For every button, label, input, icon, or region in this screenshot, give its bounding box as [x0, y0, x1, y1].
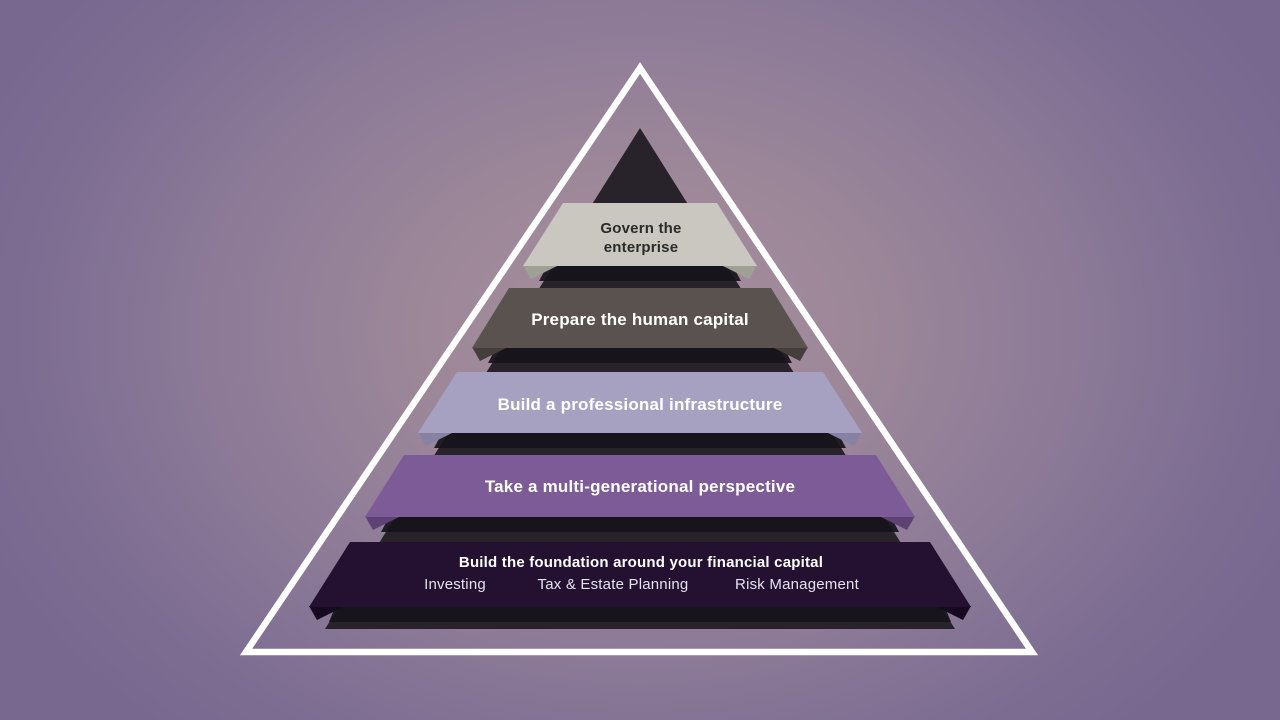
level-3-shadow — [434, 433, 846, 448]
level-1-fold-right — [721, 265, 757, 279]
pyramid-level-5: Build the foundation around your financi… — [309, 542, 971, 620]
level-5-subitem-investing: Investing — [424, 576, 486, 593]
level-4-fold-right — [879, 516, 915, 530]
level-1-label-line-2: enterprise — [604, 239, 679, 256]
level-1-shadow — [539, 266, 741, 281]
level-1-label-line-1: Govern the — [600, 220, 681, 237]
triangle-outline-shape — [239, 62, 1039, 656]
level-3-band — [418, 372, 862, 433]
level-2-fold-right — [772, 347, 808, 361]
level-2-band — [472, 288, 808, 348]
level-3-fold-left — [418, 432, 454, 446]
level-4-fold-left — [365, 516, 401, 530]
level-1-band — [523, 203, 757, 266]
level-5-subitem-risk-management: Risk Management — [735, 576, 860, 593]
level-3-label: Build a professional infrastructure — [498, 395, 783, 414]
pyramid-level-1: Govern the enterprise — [523, 203, 757, 279]
level-4-shadow — [381, 517, 899, 532]
level-2-fold-left — [472, 347, 508, 361]
level-5-fold-left — [309, 606, 345, 620]
level-5-fold-right — [935, 606, 971, 620]
level-2-shadow — [488, 348, 792, 363]
level-5-band — [309, 542, 971, 607]
level-5-shadow — [329, 607, 951, 622]
level-1-fold-left — [523, 265, 559, 279]
level-2-label: Prepare the human capital — [531, 310, 749, 329]
pyramid-level-4: Take a multi-generational perspective — [365, 455, 915, 530]
level-4-band — [365, 455, 915, 517]
level-4-label: Take a multi-generational perspective — [485, 477, 795, 496]
pyramid-level-3: Build a professional infrastructure — [418, 372, 862, 446]
level-5-subitem-tax-estate-planning: Tax & Estate Planning — [538, 576, 689, 593]
level-3-fold-right — [826, 432, 862, 446]
pyramid-level-2: Prepare the human capital — [472, 288, 808, 361]
level-5-label: Build the foundation around your financi… — [459, 554, 823, 571]
